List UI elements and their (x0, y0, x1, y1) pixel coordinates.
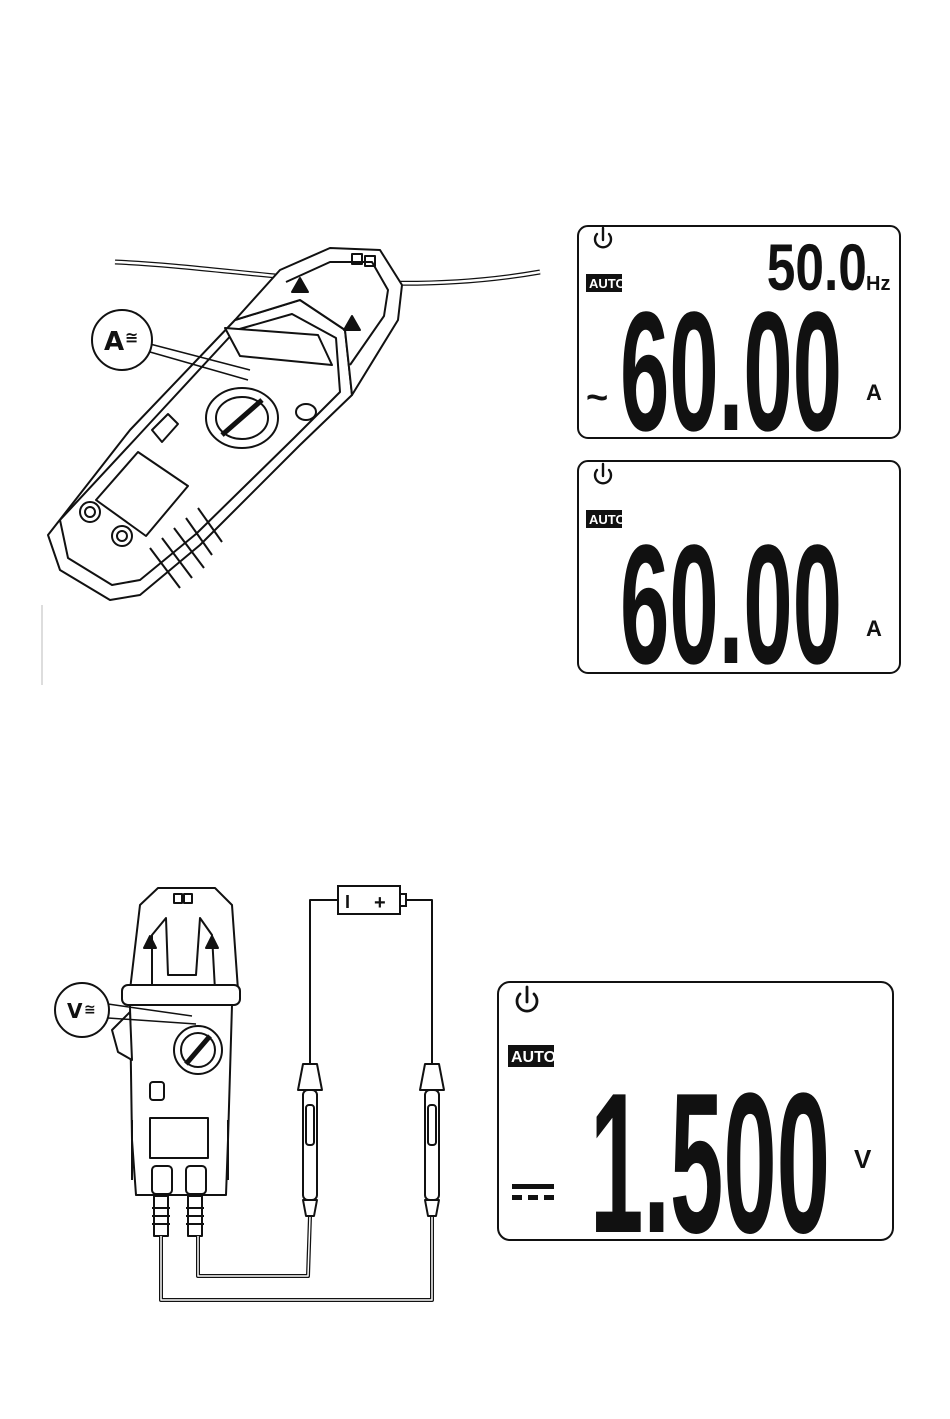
current-reading: 60.00 (620, 510, 842, 700)
probe-black (298, 1040, 322, 1216)
clamp-meter-bottom (108, 888, 444, 1300)
side-button (296, 404, 316, 420)
callout-letter-v: V (67, 999, 83, 1023)
ac-dc-symbol: ≅ (84, 1002, 96, 1018)
function-callout-volts: V ≅ (55, 983, 109, 1037)
callout-letter-a: A (104, 327, 124, 357)
test-lead-black (198, 1216, 310, 1276)
input-jack-com (80, 502, 100, 522)
current-unit: A (866, 380, 882, 405)
ac-dc-symbol: ≅ (125, 328, 138, 347)
auto-label: AUTO (511, 1049, 556, 1066)
ac-mode-symbol: ~ (586, 377, 608, 419)
input-jack-v (112, 526, 132, 546)
frequency-unit: Hz (866, 273, 890, 295)
battery-positive-label: + (374, 892, 386, 914)
current-reading: 60.00 (620, 277, 842, 467)
probe-red (420, 1040, 444, 1216)
meter-screen (150, 1118, 208, 1158)
lcd-display-current: AUTO 60.00 A (578, 461, 900, 700)
battery: I + (338, 886, 406, 914)
battery-negative-label: I (345, 892, 350, 912)
voltage-unit: V (854, 1144, 872, 1174)
voltage-reading: 1.500 (590, 1052, 830, 1275)
lcd-display-dc-voltage: AUTO 1.500 V (498, 982, 893, 1275)
function-callout-amps: A ≅ (92, 310, 152, 370)
lcd-display-ac-current: AUTO 50.0 Hz ~ 60.00 A (578, 226, 900, 467)
current-unit: A (866, 616, 882, 641)
